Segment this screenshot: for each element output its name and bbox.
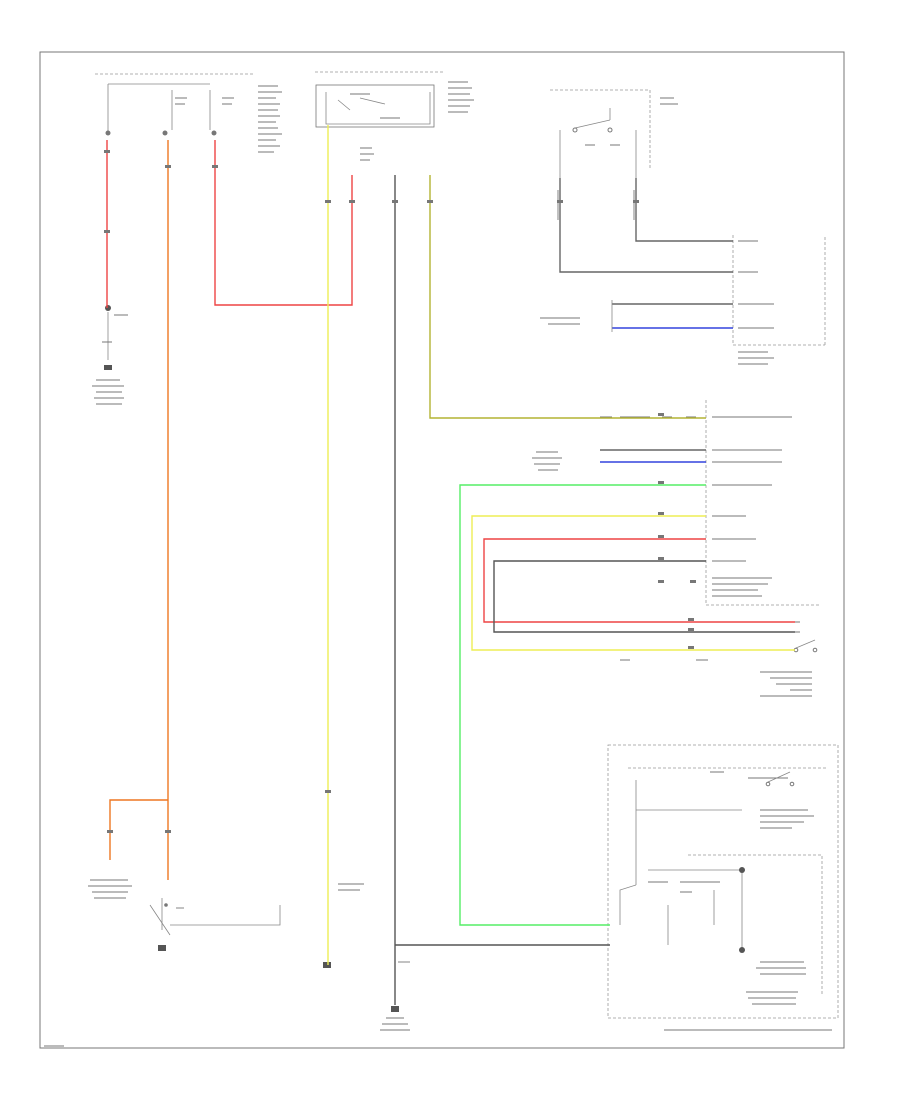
wire-green (459, 484, 706, 926)
wire-gray-ecm (493, 560, 795, 633)
wire-red-loop (214, 140, 353, 306)
wire-gray-ign-1 (559, 178, 733, 273)
crank-relay (315, 71, 474, 161)
ground-g104 (380, 961, 410, 1031)
ignition-switch (550, 89, 678, 220)
connector-marks (104, 150, 696, 833)
g101-ground (92, 305, 128, 405)
engine-control-module (532, 400, 820, 606)
wire-gray-ign-2 (635, 178, 733, 242)
diagram-frame (39, 51, 845, 1049)
clutch-pedal-switch (540, 621, 818, 697)
wire-orange (109, 140, 169, 880)
body-control-module (650, 235, 826, 365)
fuse-block (95, 73, 282, 153)
automatic-transmission-assembly (607, 744, 839, 1031)
wire-red-ecm (483, 538, 795, 623)
wire-olive (429, 175, 706, 419)
starter-motor (323, 883, 364, 968)
neutral-safety-switch (88, 879, 281, 951)
wire-gray-trans (619, 884, 637, 925)
wire-yellow-ecm (471, 515, 795, 651)
